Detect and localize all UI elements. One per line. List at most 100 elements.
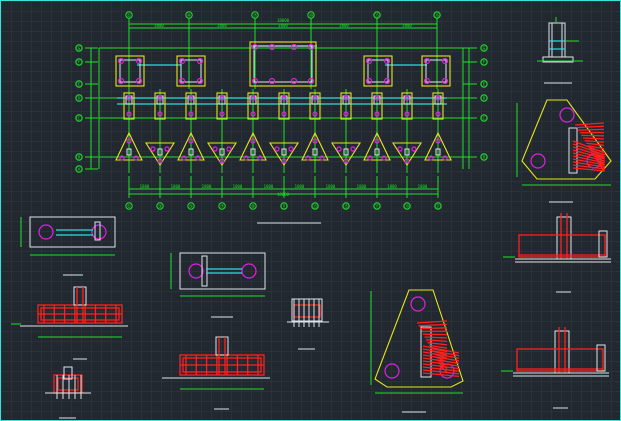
- rebar-line: [574, 122, 605, 126]
- elevation-right-1: [503, 213, 611, 263]
- axis-bubble-icon: [280, 202, 288, 210]
- small-section-bottom-left: [45, 366, 91, 419]
- pile-icon: [181, 155, 187, 161]
- axis-bubble-icon: [187, 202, 195, 210]
- pile-icon: [374, 138, 380, 144]
- dimension-text: 18000: [277, 192, 290, 197]
- pile-icon: [442, 155, 448, 161]
- pile-cap-outline: [309, 92, 321, 120]
- pile-cap-outline: [144, 142, 176, 167]
- rect: [94, 221, 101, 241]
- axis-bubble-icon: [434, 202, 442, 210]
- axis-bubble-label: ⑤: [189, 204, 194, 210]
- triangle-cap-detail-right: [516, 99, 612, 203]
- pile-icon: [119, 155, 125, 161]
- axis-bubble-label: Ⓕ: [481, 59, 486, 66]
- pile-icon: [226, 146, 232, 152]
- pile-icon: [219, 111, 225, 117]
- pile-icon: [135, 57, 143, 65]
- column-outline: [253, 45, 313, 83]
- rebar-outline: [518, 234, 606, 258]
- rebar-line: [422, 366, 460, 372]
- rebar-line: [422, 354, 460, 362]
- pile-cap-outline: [278, 92, 290, 120]
- axis-bubble-icon: [403, 202, 411, 210]
- foundation-section-1: [20, 286, 128, 338]
- rebar-line: [587, 145, 605, 150]
- axis-bubble-icon: [125, 202, 133, 210]
- pile-cap-outline: [363, 55, 393, 87]
- pile-icon: [219, 95, 225, 101]
- pile-icon: [188, 263, 204, 279]
- column-outline: [119, 59, 141, 83]
- pile-cap-outline: [249, 41, 317, 87]
- axis-bubble-label: ⑲: [404, 203, 409, 210]
- rebar-line: [424, 336, 448, 339]
- pile-icon: [423, 57, 431, 65]
- dimension-text: 3600: [278, 23, 288, 28]
- rebar-line: [430, 347, 448, 353]
- pile-icon: [381, 155, 387, 161]
- axis-bubble-icon: [125, 11, 133, 19]
- axis-bubble-icon: [480, 80, 488, 88]
- dimension-text: 18000: [277, 18, 290, 23]
- rebar-line: [422, 372, 460, 378]
- axis-bubble-icon: [75, 165, 83, 173]
- rebar-line: [572, 152, 606, 162]
- rebar-line: [425, 339, 448, 343]
- pile-icon: [374, 95, 380, 101]
- pile-icon: [274, 146, 280, 152]
- rebar-line: [572, 167, 606, 172]
- rebar-line: [427, 341, 448, 346]
- triangular-pile-cap: [424, 131, 452, 161]
- triangular-pile-cap: [239, 131, 267, 161]
- rect: [29, 216, 116, 248]
- pile-cap-outline: [391, 142, 423, 167]
- axis-bubble-icon: [218, 202, 226, 210]
- pile-icon: [441, 77, 449, 85]
- pile-icon: [281, 95, 287, 101]
- pile-icon: [305, 155, 311, 161]
- axis-bubble-icon: [75, 44, 83, 52]
- axis-bubble-label: ③: [158, 204, 163, 210]
- pile-icon: [411, 146, 417, 152]
- rect: [201, 255, 208, 287]
- pile-icon: [126, 95, 132, 101]
- pile-icon: [281, 158, 287, 164]
- pile-icon: [290, 77, 298, 85]
- pile-icon: [343, 95, 349, 101]
- triangular-pile-cap: [268, 142, 300, 167]
- pile-cap-outline: [371, 92, 383, 120]
- triangular-pile-cap: [206, 142, 238, 167]
- column-outline: [215, 336, 229, 356]
- axis-bubble-icon: [433, 11, 441, 19]
- rebar-outline: [516, 348, 604, 372]
- dimension-text: 3600: [339, 23, 349, 28]
- dimension-text: 1800: [326, 184, 336, 189]
- pile-icon: [312, 95, 318, 101]
- axis-bubble-icon: [307, 11, 315, 19]
- pile-icon: [117, 77, 125, 85]
- axis-bubble-label: Ⓓ: [481, 95, 486, 102]
- pile-icon: [384, 363, 400, 379]
- rect: [57, 377, 79, 391]
- axis-bubble-label: Ⓖ: [76, 45, 81, 52]
- pile-cap-outline: [424, 131, 452, 161]
- rect: [293, 304, 321, 318]
- axis-bubble-label: ⑬: [374, 12, 379, 19]
- rect: [548, 22, 566, 58]
- pile-icon: [157, 95, 163, 101]
- column-outline: [219, 148, 225, 156]
- pile-icon: [133, 155, 139, 161]
- column-outline: [596, 344, 606, 372]
- pile-icon: [404, 158, 410, 164]
- column-outline: [126, 148, 132, 156]
- pile-cap-outline: [401, 92, 413, 120]
- triangular-pile-cap: [363, 131, 391, 161]
- rebar-line: [582, 137, 605, 140]
- column-cap: [309, 92, 321, 120]
- pile-detail-top-right: [537, 17, 583, 84]
- column-outline: [343, 148, 349, 156]
